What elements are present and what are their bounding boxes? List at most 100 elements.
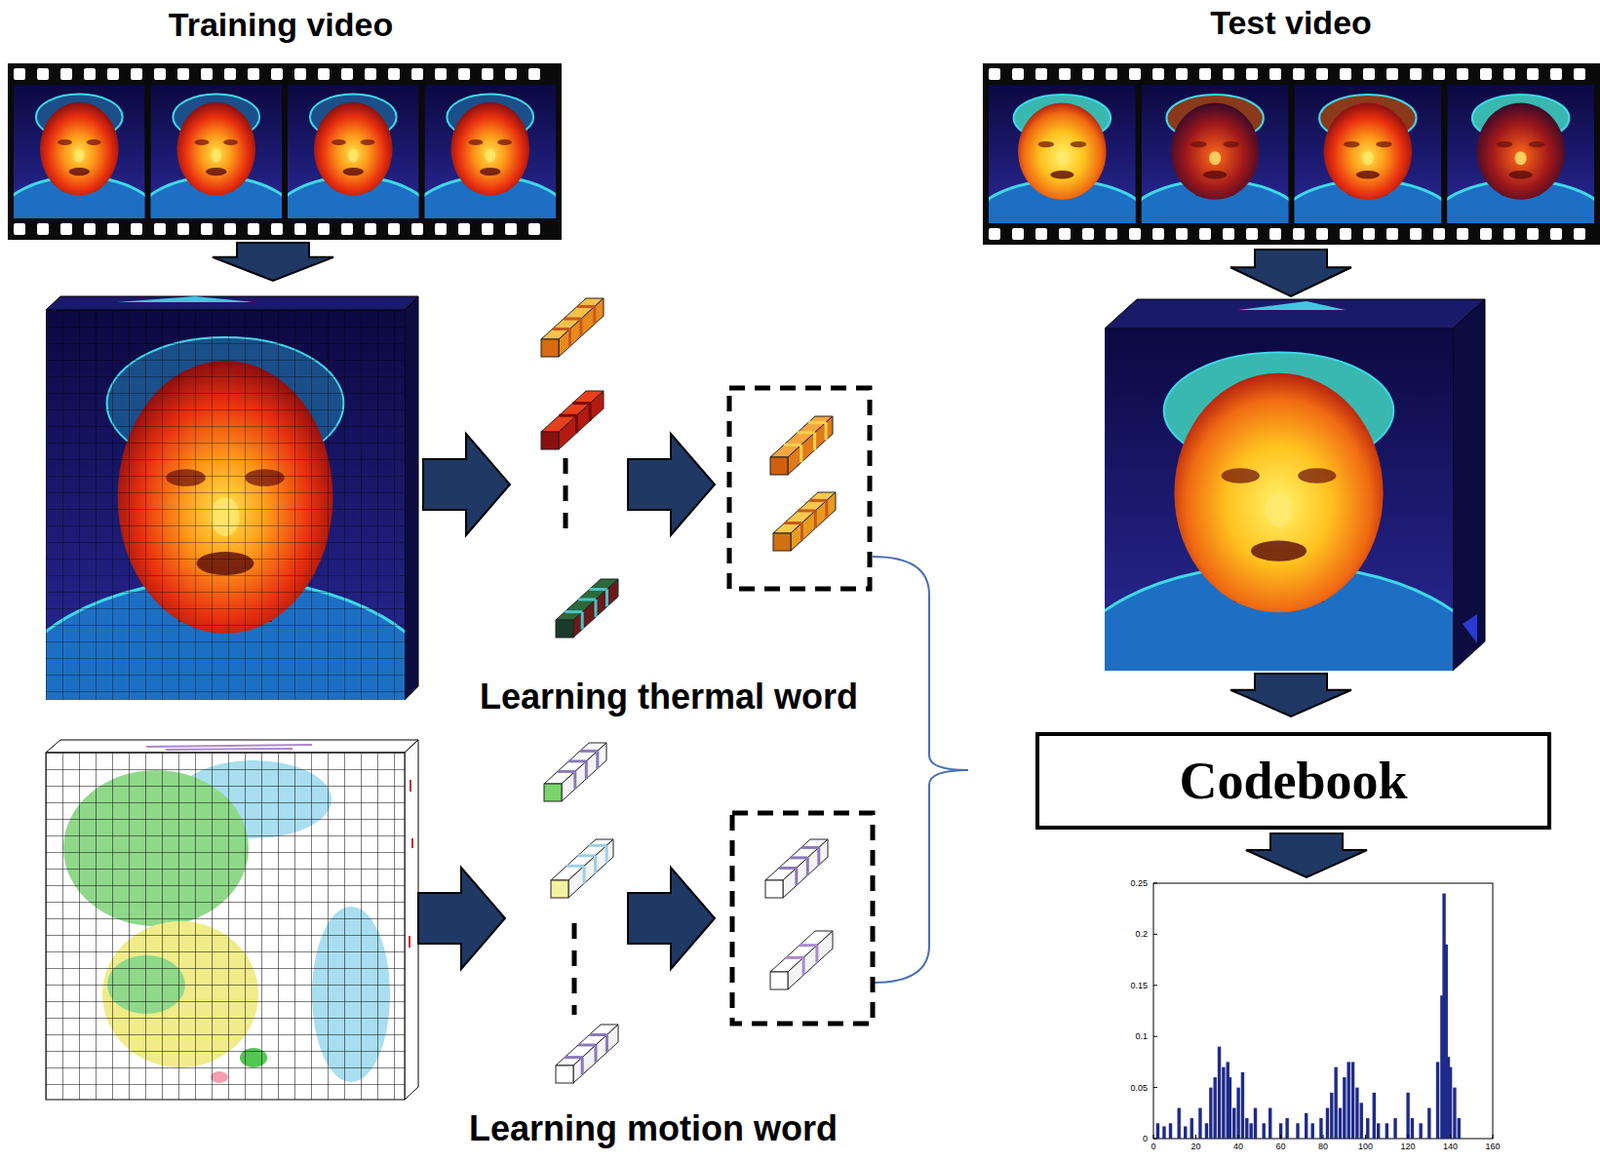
histogram-bar bbox=[1190, 1118, 1194, 1139]
sprocket-hole bbox=[341, 68, 353, 80]
sprocket-hole bbox=[83, 68, 96, 80]
shape bbox=[595, 750, 599, 769]
sprocket-hole bbox=[505, 223, 517, 235]
histogram-bar bbox=[1333, 1067, 1337, 1139]
thermal-nose bbox=[210, 149, 222, 163]
shape bbox=[583, 865, 586, 884]
shape bbox=[593, 856, 597, 874]
thermal-mouth bbox=[205, 167, 228, 176]
thermal-nose bbox=[1362, 151, 1374, 165]
axis-tick-mark bbox=[1195, 1134, 1197, 1139]
cube-top-detail bbox=[146, 744, 313, 750]
shape bbox=[573, 579, 619, 638]
sprocket-hole bbox=[1456, 68, 1469, 80]
x-axis-tick: 120 bbox=[1400, 1141, 1415, 1152]
shape bbox=[550, 880, 569, 898]
thermal-mouth bbox=[479, 167, 502, 176]
sprocket-hole bbox=[1292, 228, 1305, 240]
sprocket-hole bbox=[37, 68, 49, 80]
thermal-nose bbox=[1515, 151, 1527, 165]
sprocket-hole bbox=[1082, 228, 1094, 240]
sprocket-hole bbox=[224, 68, 236, 80]
thermal-eye bbox=[497, 139, 512, 146]
shape bbox=[578, 854, 596, 858]
cube-side bbox=[404, 740, 419, 1100]
cube-grid bbox=[45, 310, 405, 701]
histogram-bar bbox=[1372, 1092, 1376, 1139]
shape bbox=[799, 444, 803, 463]
shape bbox=[578, 598, 596, 602]
ellipsis-dash bbox=[572, 923, 578, 1015]
sprocket-hole bbox=[130, 223, 143, 235]
sprocket-hole bbox=[1339, 228, 1352, 240]
y-axis-tick: 0.15 bbox=[1130, 980, 1148, 991]
histogram-bar bbox=[1410, 1118, 1414, 1139]
sprocket-hole bbox=[1363, 228, 1375, 240]
thermal-eye bbox=[1496, 141, 1514, 148]
thermal-face bbox=[45, 310, 405, 701]
shape bbox=[814, 510, 818, 529]
step-label: Learning motion word bbox=[468, 1108, 838, 1149]
shape bbox=[801, 846, 820, 850]
thermal-eye bbox=[57, 139, 73, 146]
sprocket-hole bbox=[1058, 228, 1071, 240]
flow-arrow bbox=[1246, 833, 1367, 878]
sprocket-hole bbox=[1292, 68, 1305, 80]
cube-top bbox=[1104, 299, 1485, 329]
histogram-bar bbox=[1209, 1088, 1212, 1139]
sprocket-hole bbox=[481, 223, 494, 235]
sprocket-hole bbox=[107, 68, 119, 80]
sprocket-hole bbox=[364, 223, 377, 235]
histogram-bar bbox=[1262, 1123, 1266, 1139]
histogram-bar bbox=[1452, 1088, 1456, 1139]
shape bbox=[799, 943, 818, 947]
histogram-bar bbox=[1169, 1123, 1172, 1139]
cube-top bbox=[45, 740, 419, 753]
sprocket-hole bbox=[154, 223, 166, 235]
sprocket-hole bbox=[458, 223, 470, 235]
shape bbox=[588, 844, 607, 848]
axis-tick-mark bbox=[1407, 1134, 1409, 1139]
histogram-bar bbox=[1268, 1108, 1272, 1139]
sprocket-hole bbox=[388, 68, 400, 80]
sprocket-hole bbox=[1152, 68, 1165, 80]
shape bbox=[605, 845, 609, 863]
thermal-head bbox=[176, 102, 256, 196]
shape bbox=[789, 856, 808, 859]
histogram-bar bbox=[1295, 1123, 1299, 1139]
histogram-bar bbox=[1241, 1072, 1245, 1139]
sprocket-hole bbox=[1012, 68, 1024, 80]
shape bbox=[544, 783, 562, 802]
thermal-eye bbox=[86, 139, 102, 146]
sprocket-hole bbox=[988, 228, 1001, 240]
thermal-head bbox=[450, 102, 530, 196]
sprocket-hole bbox=[481, 68, 494, 80]
thermal-mouth bbox=[1050, 170, 1074, 180]
word-cuboid bbox=[765, 839, 828, 898]
flow-arrow bbox=[212, 242, 334, 281]
axis-tick-mark bbox=[1153, 934, 1158, 936]
shape bbox=[770, 457, 788, 475]
axis-tick-mark bbox=[1153, 1036, 1158, 1038]
cube-top-detail bbox=[1238, 301, 1346, 311]
sprocket-hole bbox=[1199, 228, 1211, 240]
sprocket-hole bbox=[1105, 68, 1118, 80]
sprocket-hole bbox=[434, 68, 447, 80]
sprocket-hole bbox=[1386, 68, 1399, 80]
x-axis-tick: 60 bbox=[1275, 1141, 1286, 1152]
cube-side bbox=[1452, 299, 1485, 671]
cube-side-detail bbox=[409, 780, 413, 948]
axis-tick-mark bbox=[1280, 1134, 1282, 1139]
word-cuboid bbox=[550, 839, 614, 898]
word-cuboid bbox=[770, 931, 833, 990]
thermal-face bbox=[1141, 84, 1289, 224]
sprocket-hole bbox=[411, 68, 424, 80]
shape bbox=[564, 610, 583, 614]
shape bbox=[555, 620, 574, 638]
sprocket-hole bbox=[1152, 228, 1165, 240]
axis-tick-mark bbox=[1153, 883, 1158, 885]
word-cuboid bbox=[770, 416, 833, 475]
thermal-mouth bbox=[1250, 541, 1307, 562]
histogram-bar bbox=[1217, 1047, 1221, 1139]
